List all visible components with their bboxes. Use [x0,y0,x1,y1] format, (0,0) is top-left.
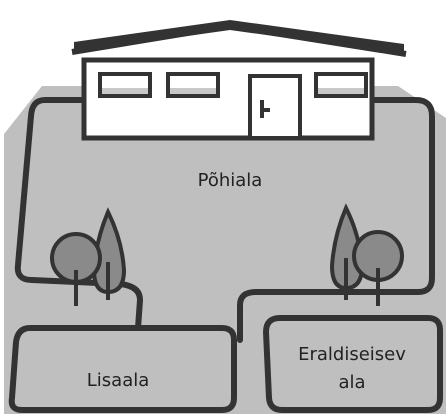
house-window [314,72,368,98]
main-area-outline [14,97,435,343]
house-icon [71,20,407,141]
separate-area-label-line1: Eraldiseisev [298,344,406,365]
house-door [248,74,302,140]
tree-group-left-icon [50,207,127,306]
main-area-label: Põhiala [198,170,263,191]
house-window [166,72,220,98]
extra-area-label: Lisaala [87,370,150,391]
separate-area-outline [263,315,443,413]
house-window [98,72,152,98]
tree-group-right-icon [329,203,404,306]
separate-area-label-line2: ala [338,372,365,393]
extra-area-outline [8,325,237,413]
